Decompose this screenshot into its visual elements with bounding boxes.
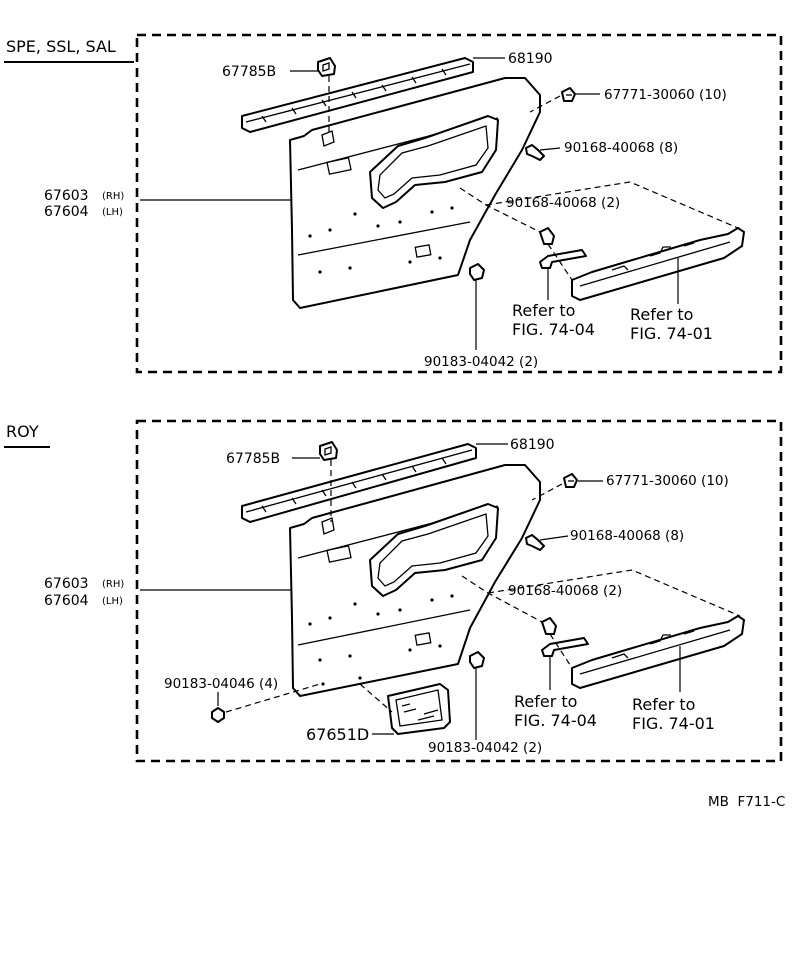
nut-part (469, 263, 485, 281)
door-trim-board (289, 464, 541, 697)
armrest-base-part (571, 615, 745, 689)
board-rh-side: (RH) (102, 191, 124, 202)
leader-lines (140, 57, 739, 350)
nut-bottom-label: 90183-04042 (2) (428, 740, 542, 756)
screw-b-part (541, 617, 557, 635)
refer-outer-line2: FIG. 74-01 (632, 714, 715, 733)
board-lh-side: (LH) (102, 596, 123, 607)
screw-a-label: 90168-40068 (8) (564, 140, 678, 156)
nut-part (469, 651, 485, 669)
nut-left-label: 90183-04046 (4) (164, 676, 278, 692)
screw-a-label: 90168-40068 (8) (570, 528, 684, 544)
refer-inner-line1: Refer to (514, 692, 577, 711)
screw-b-label: 90168-40068 (2) (508, 583, 622, 599)
diagram-code: MB F711-C (708, 794, 785, 810)
screw-a-part (525, 534, 545, 551)
clip-part (561, 87, 576, 102)
clip-label: 67771-30060 (10) (604, 87, 727, 103)
inner-handle-bracket (539, 249, 587, 269)
escutcheon-label: 67785B (226, 451, 280, 467)
refer-inner-line2: FIG. 74-04 (514, 711, 597, 730)
screw-b-part (539, 227, 555, 245)
pocket-panel-part (387, 683, 451, 735)
nut-bottom-label: 90183-04042 (2) (424, 354, 538, 370)
pocket-panel-label: 67651D (306, 725, 369, 744)
refer-outer-line2: FIG. 74-01 (630, 324, 713, 343)
door-trim-board (289, 77, 541, 309)
nut-left-part (211, 707, 225, 723)
section-roy: ROY (4, 419, 783, 763)
refer-outer-line1: Refer to (632, 695, 695, 714)
board-rh-number: 67603 (44, 188, 89, 204)
variant-label: ROY (6, 422, 39, 441)
section-frame (135, 419, 783, 763)
refer-inner-line2: FIG. 74-04 (512, 320, 595, 339)
weatherstrip-part (241, 443, 477, 523)
clip-part (563, 473, 578, 488)
weatherstrip-label: 68190 (510, 437, 555, 453)
board-lh-side: (LH) (102, 207, 123, 218)
refer-inner-line1: Refer to (512, 301, 575, 320)
armrest-base-part (571, 227, 745, 301)
section-spe-ssl-sal: SPE, SSL, SAL (4, 33, 783, 374)
leader-lines (140, 443, 741, 740)
screw-a-part (525, 144, 545, 161)
section-frame (135, 33, 783, 374)
variant-label: SPE, SSL, SAL (6, 37, 116, 56)
refer-outer-line1: Refer to (630, 305, 693, 324)
board-rh-side: (RH) (102, 579, 124, 590)
board-lh-number: 67604 (44, 593, 89, 609)
board-lh-number: 67604 (44, 204, 89, 220)
clip-label: 67771-30060 (10) (606, 473, 729, 489)
escutcheon-label: 67785B (222, 64, 276, 80)
escutcheon-part (319, 441, 338, 461)
screw-b-label: 90168-40068 (2) (506, 195, 620, 211)
board-rh-number: 67603 (44, 576, 89, 592)
escutcheon-part (317, 57, 336, 77)
weatherstrip-label: 68190 (508, 51, 553, 67)
weatherstrip-part (241, 57, 474, 133)
inner-handle-bracket (541, 637, 589, 657)
